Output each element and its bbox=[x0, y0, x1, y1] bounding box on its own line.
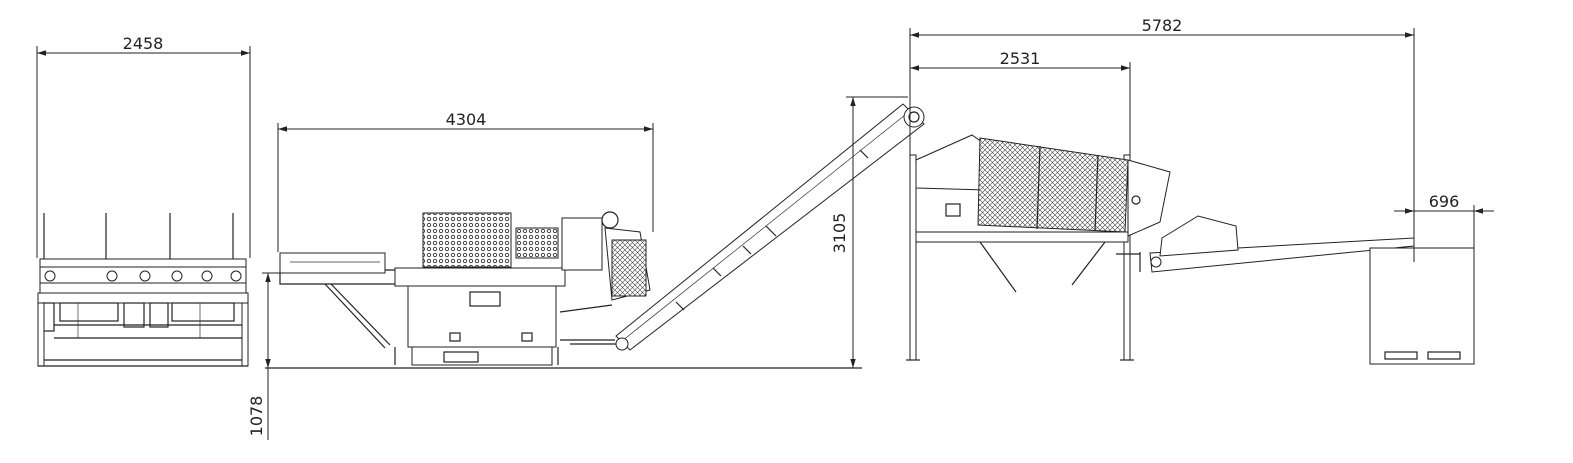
dim-1078-label: 1078 bbox=[247, 396, 266, 437]
dim-2458-label: 2458 bbox=[123, 34, 164, 53]
dim-2531-label: 2531 bbox=[1000, 49, 1041, 68]
dim-4304-label: 4304 bbox=[446, 110, 487, 129]
collection-box bbox=[1369, 247, 1475, 365]
firewood-processor bbox=[279, 211, 651, 366]
dim-3105: 3105 bbox=[830, 96, 908, 368]
dim-2531: 2531 bbox=[910, 49, 1131, 155]
bagging-conveyor bbox=[1116, 215, 1415, 273]
dim-4304: 4304 bbox=[277, 110, 654, 252]
outfeed-conveyor bbox=[615, 103, 925, 351]
dim-696-label: 696 bbox=[1429, 192, 1460, 211]
dim-3105-label: 3105 bbox=[830, 213, 849, 254]
dim-5782: 5782 bbox=[909, 16, 1415, 262]
log-table-front-view bbox=[37, 213, 249, 367]
dim-2458: 2458 bbox=[36, 34, 251, 258]
dim-1078: 1078 bbox=[247, 272, 288, 440]
dim-5782-label: 5782 bbox=[1142, 16, 1183, 35]
drum-cleaner bbox=[906, 134, 1171, 361]
dim-696: 696 bbox=[1394, 192, 1494, 248]
